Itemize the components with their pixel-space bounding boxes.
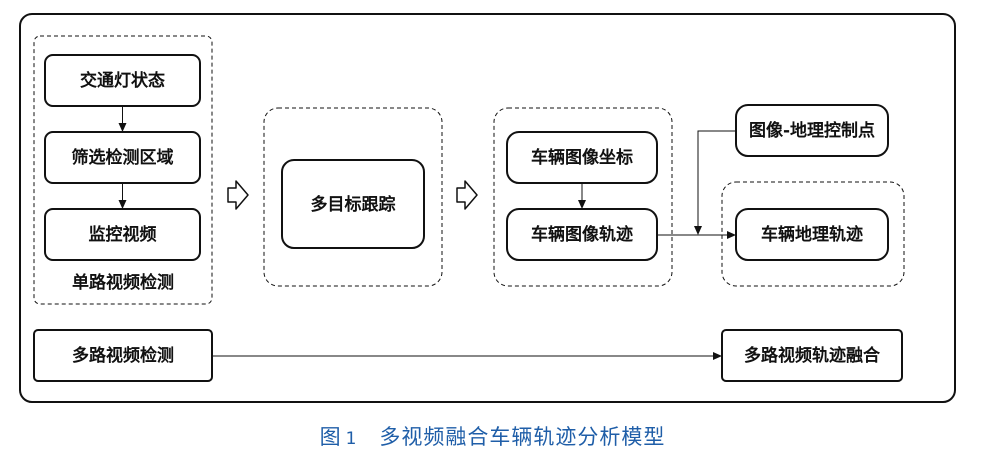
single-video-group-label: 单路视频检测	[72, 272, 174, 293]
node-image-geo-control-points: 图像-地理控制点	[749, 120, 875, 141]
caption-num: 1	[345, 429, 358, 449]
image-coords-group	[493, 107, 673, 287]
node-vehicle-geo-trajectory: 车辆地理轨迹	[761, 224, 863, 245]
node-traffic-light: 交通灯状态	[80, 70, 165, 91]
node-surveillance-video: 监控视频	[89, 224, 157, 245]
node-vehicle-geo-trajectory-box	[735, 208, 889, 261]
node-multi-video-fusion-box	[721, 329, 903, 382]
single-video-group	[33, 35, 213, 305]
tracking-group	[263, 107, 443, 287]
node-vehicle-image-trajectory: 车辆图像轨迹	[531, 224, 633, 245]
outer-frame	[19, 13, 956, 403]
hollow-arrow-1-icon	[227, 180, 249, 210]
node-filter-region: 筛选检测区域	[72, 147, 174, 168]
caption-fig: 图	[319, 425, 342, 449]
geo-trajectory-group	[721, 181, 905, 287]
node-multi-target-tracking-box	[281, 159, 425, 249]
caption-title: 多视频融合车辆轨迹分析模型	[379, 425, 666, 449]
arrow-control-points-to-geo	[694, 130, 736, 235]
node-multi-video-detection: 多路视频检测	[72, 345, 174, 366]
hollow-arrow-2-icon	[456, 180, 478, 210]
node-multi-target-tracking: 多目标跟踪	[311, 194, 396, 215]
node-vehicle-image-coords: 车辆图像坐标	[531, 147, 633, 168]
node-surveillance-video-box	[44, 208, 201, 261]
node-multi-video-fusion: 多路视频轨迹融合	[744, 345, 881, 366]
